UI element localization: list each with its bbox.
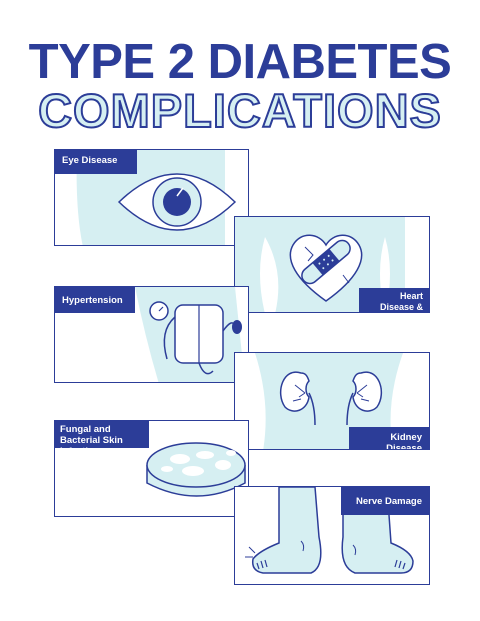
card-skin-infections: Fungal and Bacterial Skin Infections bbox=[54, 420, 249, 517]
card-heart-disease: Heart Disease & Stroke bbox=[234, 216, 430, 313]
bandaged-heart-icon bbox=[289, 234, 363, 302]
blood-pressure-cuff-icon bbox=[149, 301, 242, 375]
label-heart-disease: Heart Disease & Stroke bbox=[359, 288, 429, 312]
label-eye-disease: Eye Disease bbox=[55, 150, 137, 174]
label-kidney-disease: Kidney Disease bbox=[349, 427, 429, 449]
card-nerve-damage: Nerve Damage bbox=[234, 486, 430, 585]
eye-icon bbox=[117, 173, 237, 231]
card-hypertension: Hypertension bbox=[54, 286, 249, 383]
label-skin-infections: Fungal and Bacterial Skin Infections bbox=[55, 421, 149, 457]
card-eye-disease: Eye Disease bbox=[54, 149, 249, 246]
page-title-line1: TYPE 2 DIABETES bbox=[28, 35, 452, 89]
kidneys-icon bbox=[280, 371, 382, 426]
label-hypertension: Hypertension bbox=[55, 287, 135, 313]
petri-dish-icon bbox=[146, 442, 246, 497]
page-title-line2: COMPLICATIONS bbox=[37, 84, 442, 137]
card-kidney-disease: Kidney Disease bbox=[234, 352, 430, 450]
label-nerve-damage: Nerve Damage bbox=[341, 487, 429, 515]
